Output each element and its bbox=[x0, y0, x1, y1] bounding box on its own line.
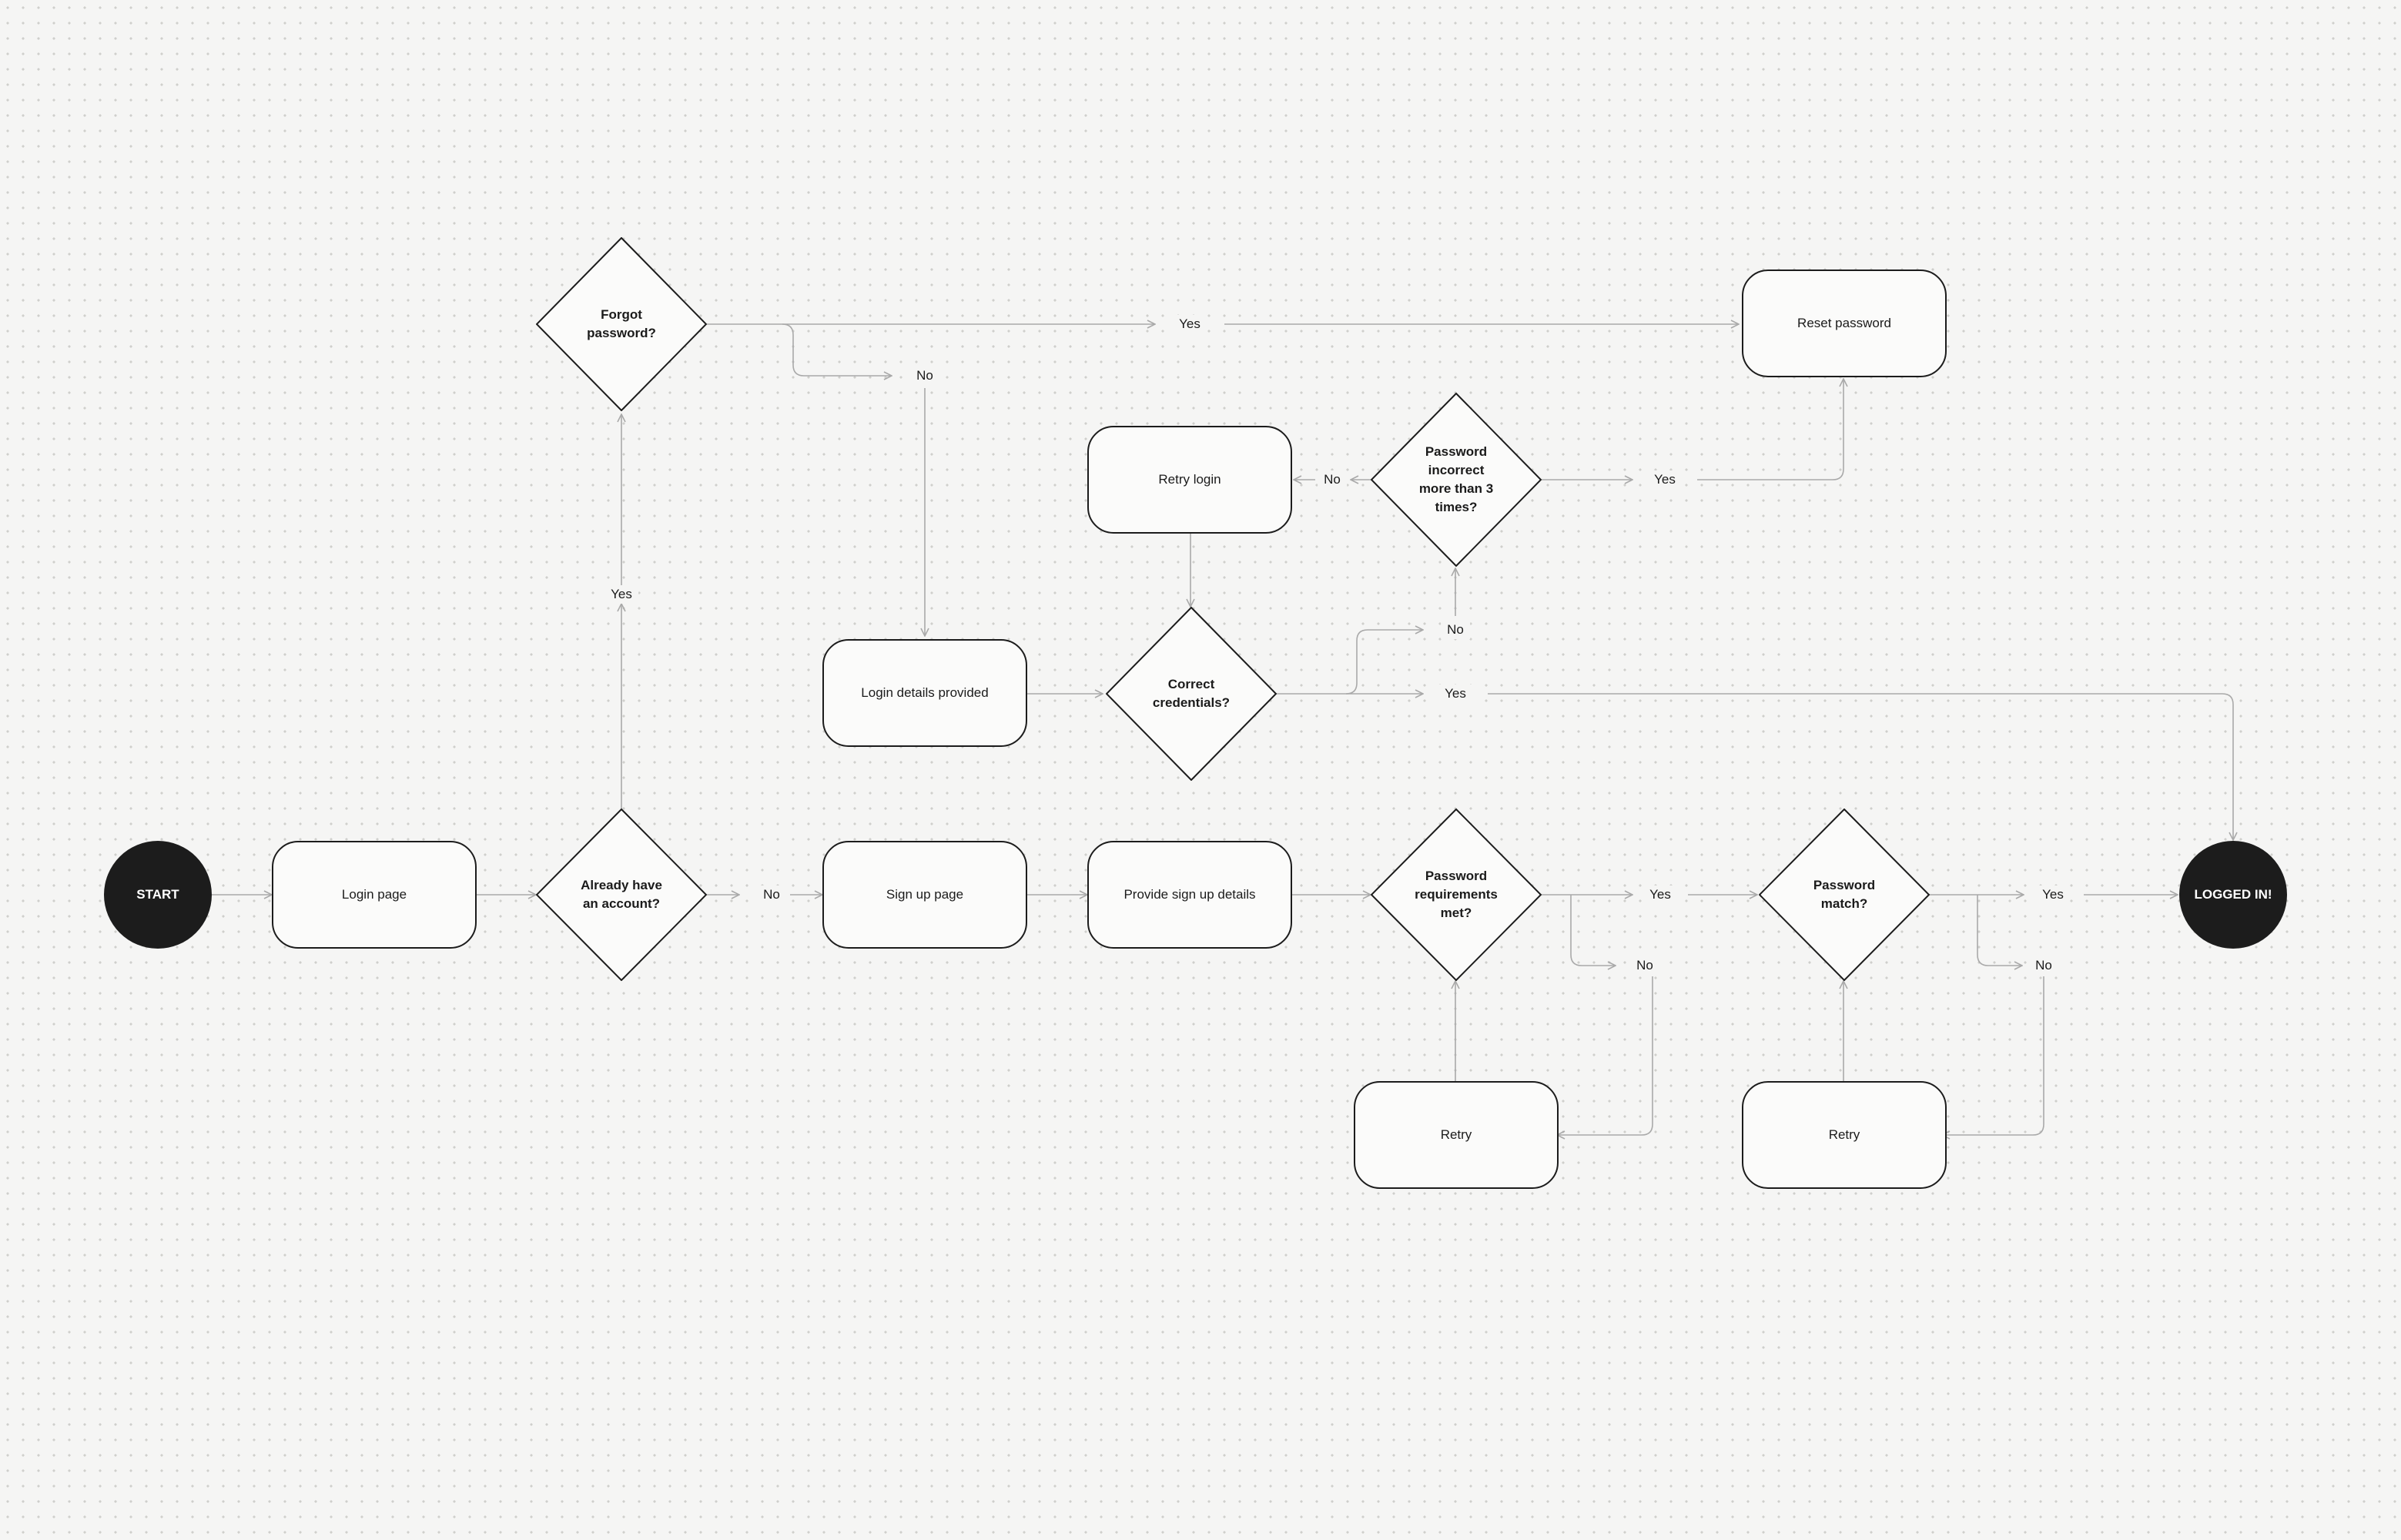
connector-forgot-no-label bbox=[782, 323, 892, 376]
edge-label-incorrect-no: No bbox=[1318, 470, 1347, 489]
retry-login-node[interactable]: Retry login bbox=[1087, 426, 1292, 534]
forgot-password-label: Forgot password? bbox=[587, 307, 656, 340]
password-requirements-decision[interactable]: Password requirements met? bbox=[1371, 808, 1542, 981]
edge-label-forgot-yes: Yes bbox=[1173, 315, 1207, 333]
password-requirements-label: Password requirements met? bbox=[1415, 869, 1498, 920]
connector-yes-reset-up bbox=[1697, 379, 1843, 480]
decision-diamond-shape bbox=[536, 808, 707, 981]
connector-yes-logged-in-top bbox=[1488, 693, 2233, 840]
forgot-password-decision[interactable]: Forgot password? bbox=[536, 237, 707, 411]
logged-in-node[interactable]: LOGGED IN! bbox=[2179, 841, 2287, 949]
retry-requirements-label: Retry bbox=[1440, 1127, 1472, 1143]
edge-label-account-yes: Yes bbox=[604, 585, 638, 604]
start-node[interactable]: START bbox=[104, 841, 212, 949]
edge-label-credentials-yes: Yes bbox=[1438, 685, 1472, 703]
connector-requirements-no-label bbox=[1570, 895, 1616, 966]
provide-sign-up-details-label: Provide sign up details bbox=[1123, 887, 1256, 902]
login-page-node[interactable]: Login page bbox=[272, 841, 477, 949]
password-incorrect-decision[interactable]: Password incorrect more than 3 times? bbox=[1371, 393, 1542, 567]
password-match-decision[interactable]: Password match? bbox=[1759, 808, 1930, 981]
sign-up-page-label: Sign up page bbox=[886, 887, 964, 902]
login-details-provided-label: Login details provided bbox=[861, 685, 989, 701]
reset-password-node[interactable]: Reset password bbox=[1742, 270, 1947, 377]
provide-sign-up-details-node[interactable]: Provide sign up details bbox=[1087, 841, 1292, 949]
retry-match-node[interactable]: Retry bbox=[1742, 1081, 1947, 1189]
edge-label-incorrect-yes: Yes bbox=[1648, 470, 1682, 489]
sign-up-page-node[interactable]: Sign up page bbox=[822, 841, 1027, 949]
start-label: START bbox=[136, 887, 179, 902]
edge-label-requirements-yes: Yes bbox=[1643, 886, 1677, 904]
edge-label-forgot-no: No bbox=[910, 367, 939, 385]
connector-no-retry-requirements bbox=[1557, 976, 1653, 1135]
logged-in-label: LOGGED IN! bbox=[2194, 887, 2272, 902]
decision-diamond-shape bbox=[1371, 393, 1542, 567]
password-match-label: Password match? bbox=[1813, 878, 1876, 911]
login-details-provided-node[interactable]: Login details provided bbox=[822, 639, 1027, 747]
decision-diamond-shape bbox=[536, 237, 707, 411]
reset-password-label: Reset password bbox=[1797, 316, 1891, 331]
retry-login-label: Retry login bbox=[1158, 472, 1221, 487]
connector-credentials-no-label bbox=[1345, 630, 1423, 695]
login-page-label: Login page bbox=[341, 887, 407, 902]
decision-diamond-shape bbox=[1106, 607, 1277, 781]
retry-match-label: Retry bbox=[1828, 1127, 1860, 1143]
already-have-account-label: Already have an account? bbox=[581, 878, 662, 911]
correct-credentials-label: Correct credentials? bbox=[1152, 677, 1231, 710]
password-incorrect-label: Password incorrect more than 3 times? bbox=[1418, 444, 1494, 514]
retry-requirements-node[interactable]: Retry bbox=[1354, 1081, 1559, 1189]
connector-no-retry-match bbox=[1942, 976, 2044, 1135]
edge-label-account-no: No bbox=[757, 886, 786, 904]
edge-label-match-yes: Yes bbox=[2036, 886, 2070, 904]
already-have-account-decision[interactable]: Already have an account? bbox=[536, 808, 707, 981]
edge-label-match-no: No bbox=[2029, 956, 2058, 975]
edge-label-credentials-no: No bbox=[1441, 621, 1470, 639]
connector-match-no-label bbox=[1977, 895, 2022, 966]
edge-label-requirements-no: No bbox=[1630, 956, 1659, 975]
correct-credentials-decision[interactable]: Correct credentials? bbox=[1106, 607, 1277, 781]
